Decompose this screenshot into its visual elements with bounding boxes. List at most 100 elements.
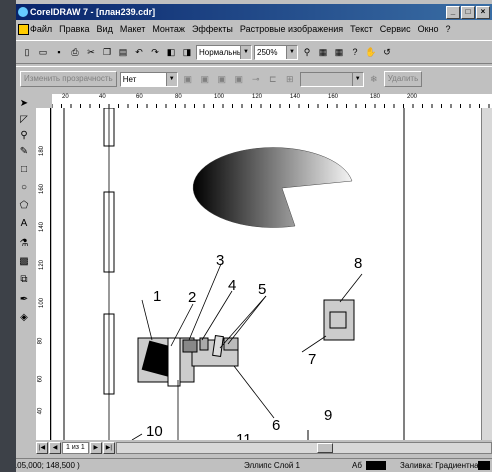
transparency-operation-select[interactable]: ▼ (299, 71, 364, 87)
leader-1 (141, 299, 153, 341)
remove-transparency-button[interactable]: Удалить (383, 71, 423, 87)
conical-transparency-icon[interactable]: ▣ (234, 73, 243, 84)
print-icon[interactable]: ⎙ (71, 46, 79, 57)
save-icon[interactable]: ▪ (57, 47, 61, 57)
h-ruler-label: 140 (290, 94, 301, 100)
horizontal-ruler: 20 40 60 80 100 120 140 160 180 200 (52, 94, 492, 109)
text-tool-icon[interactable]: A (20, 218, 28, 229)
refresh-icon[interactable]: ↺ (383, 46, 391, 57)
copy-icon[interactable]: ❐ (102, 46, 112, 57)
what-is-this-help-icon[interactable]: ? (352, 47, 358, 57)
leader-3 (188, 263, 222, 341)
small-rect-5a[interactable] (212, 334, 224, 358)
h-ruler-label: 100 (214, 94, 225, 100)
app-window: CorelDRAW 7 - [план239.cdr] _ □ × Файл П… (16, 0, 492, 472)
callout-5: 5 (258, 281, 266, 298)
export-icon[interactable]: ◨ (182, 46, 192, 57)
h-ruler-label: 60 (136, 94, 143, 100)
page-navigator: |◀ ◀ 1 из 1 ▶ ▶| (36, 442, 492, 454)
outline-tool-icon[interactable]: ✒ (19, 294, 29, 305)
redo-icon[interactable]: ↷ (151, 46, 159, 57)
h-ruler-label: 40 (99, 94, 106, 100)
menu-layout[interactable]: Макет (119, 24, 146, 34)
h-ruler-label: 200 (407, 94, 418, 100)
target-icon[interactable]: ⊞ (285, 73, 294, 84)
edit-transparency-button[interactable]: Изменить прозрачность (20, 71, 117, 87)
transparency-type-select[interactable]: Нет▼ (119, 71, 178, 87)
callout-2: 2 (188, 289, 196, 306)
paste-icon[interactable]: ▤ (118, 46, 128, 57)
fill-color-swatch (478, 461, 490, 470)
menu-effects[interactable]: Эффекты (191, 24, 233, 34)
cursor-coordinates: (105,000; 148,500 ) (16, 461, 80, 470)
open-folder-icon[interactable]: ▭ (38, 46, 48, 57)
gradient-pie-shape[interactable] (192, 147, 353, 228)
zoom-select[interactable]: 250%▼ (254, 44, 298, 60)
scroll-thumb[interactable] (316, 443, 333, 453)
vertical-ruler: 180 160 140 120 100 80 60 40 (36, 108, 51, 440)
transparency-tool-icon[interactable]: ▩ (19, 256, 29, 267)
radial-transparency-icon[interactable]: ▣ (217, 73, 226, 84)
freeze-icon[interactable]: ❄ (369, 73, 378, 84)
property-bar: Изменить прозрачность Нет▼ ▣ ▣ ▣ ▣ ⊸ ⊏ ⊞… (16, 66, 492, 91)
uniform-transparency-icon[interactable]: ▣ (183, 73, 192, 84)
last-page-button[interactable]: ▶| (102, 442, 115, 454)
callout-9: 9 (324, 407, 332, 424)
view-mode-select[interactable]: Нормальный▼ (196, 44, 252, 60)
drawing-canvas[interactable]: 1 2 3 4 5 6 7 8 9 10 11 12 (52, 108, 492, 440)
menu-text[interactable]: Текст (350, 24, 373, 34)
white-strip[interactable] (167, 337, 181, 387)
prev-page-button[interactable]: ◀ (49, 442, 61, 454)
menu-bitmaps[interactable]: Растровые изображения (239, 24, 344, 34)
callout-11: 11 (236, 431, 252, 440)
maximize-button[interactable]: □ (461, 6, 475, 19)
menu-window[interactable]: Окно (417, 24, 439, 34)
midpoint-icon[interactable]: ⊏ (268, 73, 277, 84)
drawing-svg[interactable]: 1 2 3 4 5 6 7 8 9 10 11 12 (52, 108, 492, 440)
vertical-scrollbar[interactable] (481, 108, 492, 440)
menu-tools[interactable]: Сервис (379, 24, 411, 34)
menu-file[interactable]: Файл (30, 24, 53, 34)
linear-transparency-icon[interactable]: ▣ (200, 73, 209, 84)
next-page-button[interactable]: ▶ (89, 442, 102, 454)
document-icon[interactable] (18, 24, 29, 35)
cut-icon[interactable]: ✂ (87, 46, 95, 57)
selected-object-info: Эллипс Слой 1 (244, 461, 300, 470)
leader-6 (233, 365, 275, 419)
shape-tool-icon[interactable]: ◸ (20, 114, 28, 125)
fill-tool-icon[interactable]: ◈ (20, 312, 28, 323)
menu-help[interactable]: ? (445, 24, 451, 34)
small-rect-3[interactable] (182, 339, 198, 353)
callout-4: 4 (228, 277, 236, 294)
new-file-icon[interactable]: ▯ (24, 46, 30, 57)
corel-script-icon[interactable]: ▦ (334, 46, 344, 57)
leader-7 (301, 335, 327, 353)
inner-square-8[interactable] (329, 311, 347, 329)
application-launcher-icon[interactable]: ▦ (318, 46, 328, 57)
callout-7: 7 (308, 351, 316, 368)
menu-arrange[interactable]: Монтаж (152, 24, 185, 34)
minimize-button[interactable]: _ (446, 6, 460, 19)
first-page-button[interactable]: |◀ (36, 442, 48, 454)
pick-tool-icon[interactable]: ➤ (19, 98, 29, 109)
transparency-slider-icon[interactable]: ⊸ (251, 73, 260, 84)
rectangle-tool-icon[interactable]: □ (20, 164, 28, 175)
hand-icon[interactable]: ✋ (365, 46, 377, 57)
toolbox: ➤ ◸ ⚲ ✎ □ ○ ⬠ A ⚗ ▩ ⧉ ✒ ◈ (16, 94, 32, 440)
undo-icon[interactable]: ↶ (135, 46, 143, 57)
horizontal-scrollbar[interactable] (115, 442, 492, 454)
freehand-tool-icon[interactable]: ✎ (19, 146, 29, 157)
leader-4 (201, 290, 233, 341)
interactive-fill-icon[interactable]: ⚗ (19, 238, 29, 249)
import-icon[interactable]: ◧ (166, 46, 176, 57)
zoom-tool-icon[interactable]: ⚲ (303, 46, 311, 57)
close-button[interactable]: × (476, 6, 490, 19)
small-rect-4[interactable] (199, 337, 209, 351)
polygon-tool-icon[interactable]: ⬠ (19, 200, 29, 211)
blend-tool-icon[interactable]: ⧉ (20, 274, 28, 285)
v-ruler-label: 120 (39, 259, 46, 271)
zoom-tool-icon[interactable]: ⚲ (20, 130, 28, 141)
menu-edit[interactable]: Правка (59, 24, 90, 34)
menu-view[interactable]: Вид (96, 24, 113, 34)
ellipse-tool-icon[interactable]: ○ (20, 182, 28, 193)
